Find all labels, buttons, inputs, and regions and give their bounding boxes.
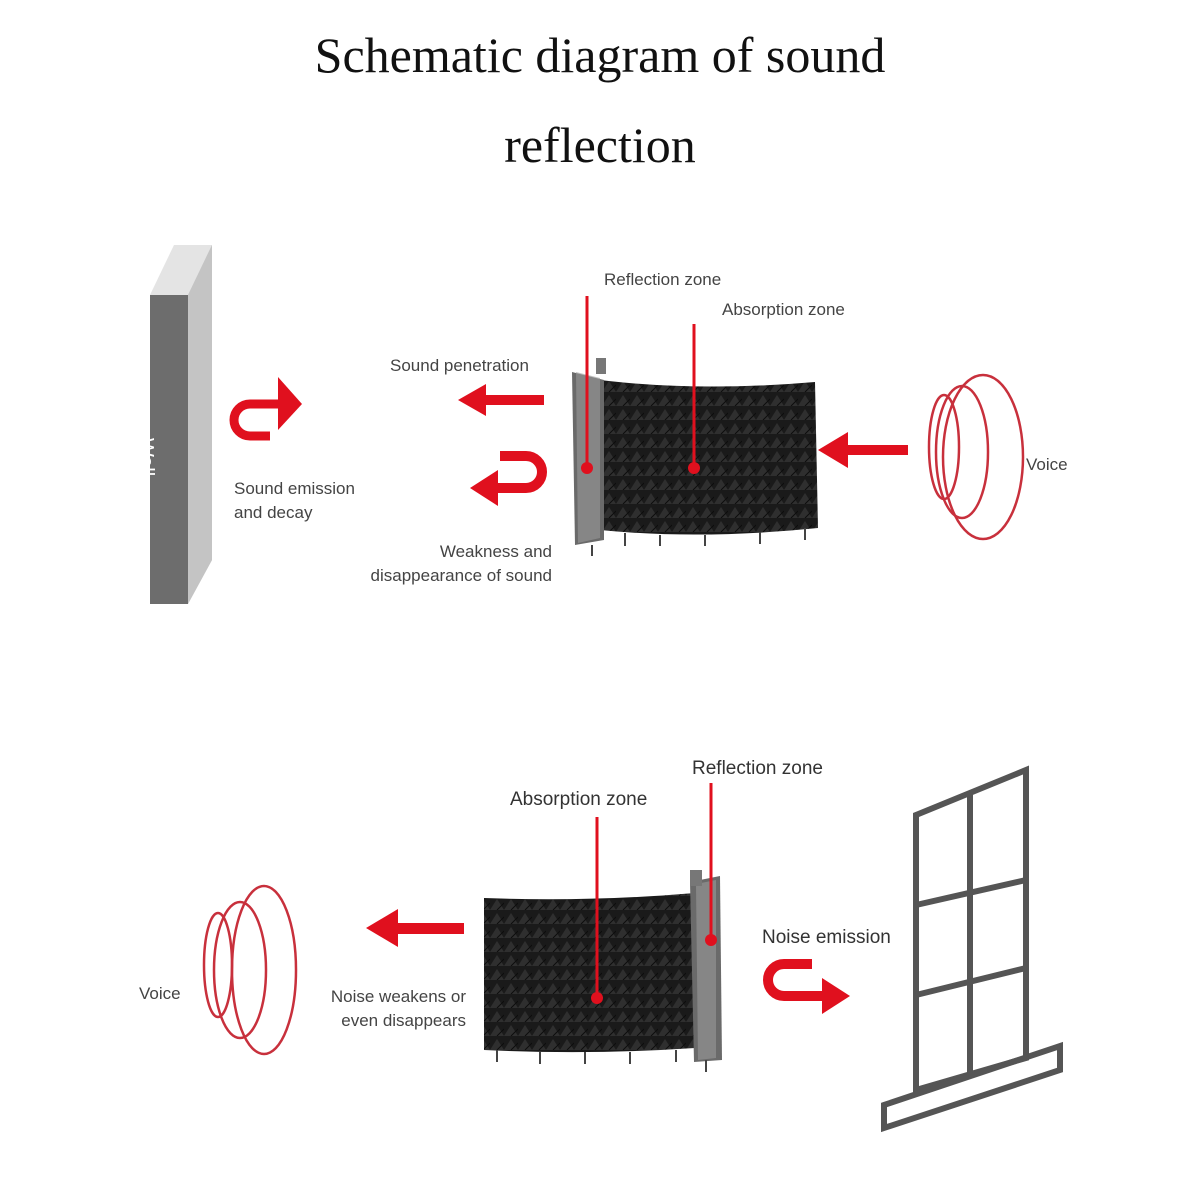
sound-emission-label: Sound emission and decay xyxy=(234,477,355,525)
reflection-zone-dot-bottom xyxy=(705,934,717,946)
wall-label: Wall xyxy=(135,438,157,477)
top-reflection-zone-label: Reflection zone xyxy=(604,270,722,289)
sound-penetration-label: Sound penetration xyxy=(390,356,529,375)
absorption-zone-dot xyxy=(688,462,700,474)
noise-u-turn-icon xyxy=(763,959,850,1014)
voice-waves-icon xyxy=(927,373,1025,541)
weakness-label: Weakness and disappearance of sound xyxy=(340,540,552,588)
top-voice-label: Voice xyxy=(1026,455,1068,474)
sound-emission-line1: Sound emission xyxy=(234,479,355,498)
bottom-absorption-zone-label: Absorption zone xyxy=(510,789,648,810)
weakness-line1: Weakness and xyxy=(439,542,552,561)
window-icon xyxy=(881,765,1063,1133)
voice-arrow-icon xyxy=(818,432,908,468)
bottom-vocal-shield xyxy=(484,870,722,1072)
voice-waves-bottom-icon xyxy=(202,884,298,1056)
title-line-2: reflection xyxy=(504,117,696,173)
noise-weakens-label: Noise weakens or even disappears xyxy=(296,985,466,1033)
noise-emission-label: Noise emission xyxy=(762,927,891,948)
u-turn-arrow-icon xyxy=(229,377,302,441)
bottom-reflection-zone-label: Reflection zone xyxy=(692,758,823,779)
absorption-zone-dot-bottom xyxy=(591,992,603,1004)
noise-weakens-arrow-icon xyxy=(366,909,464,947)
reflection-zone-dot xyxy=(581,462,593,474)
noise-weakens-line2: even disappears xyxy=(341,1011,466,1030)
noise-weakens-line1: Noise weakens or xyxy=(330,987,466,1006)
bottom-voice-label: Voice xyxy=(139,984,181,1003)
weakness-line2: disappearance of sound xyxy=(370,566,552,585)
title-line-1: Schematic diagram of sound xyxy=(314,27,886,83)
wall-block xyxy=(150,245,212,604)
weakness-u-turn-icon xyxy=(470,451,547,506)
penetration-arrow-icon xyxy=(458,384,544,416)
sound-emission-line2: and decay xyxy=(234,503,313,522)
top-absorption-zone-label: Absorption zone xyxy=(722,300,845,319)
